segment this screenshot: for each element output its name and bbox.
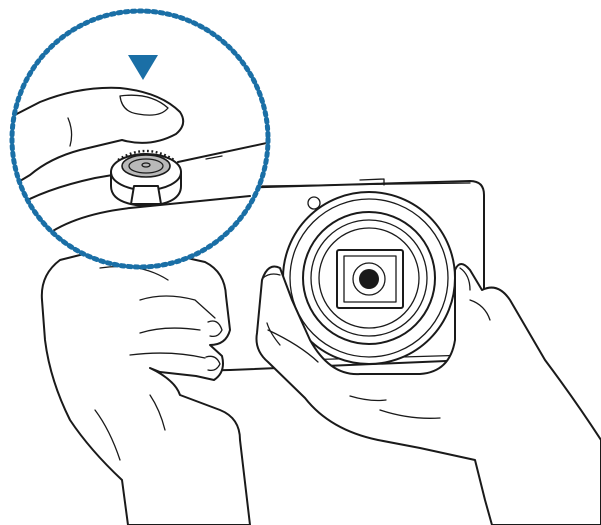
left-hand xyxy=(42,247,250,525)
shutter-button xyxy=(111,151,181,206)
lens-center xyxy=(359,269,379,289)
